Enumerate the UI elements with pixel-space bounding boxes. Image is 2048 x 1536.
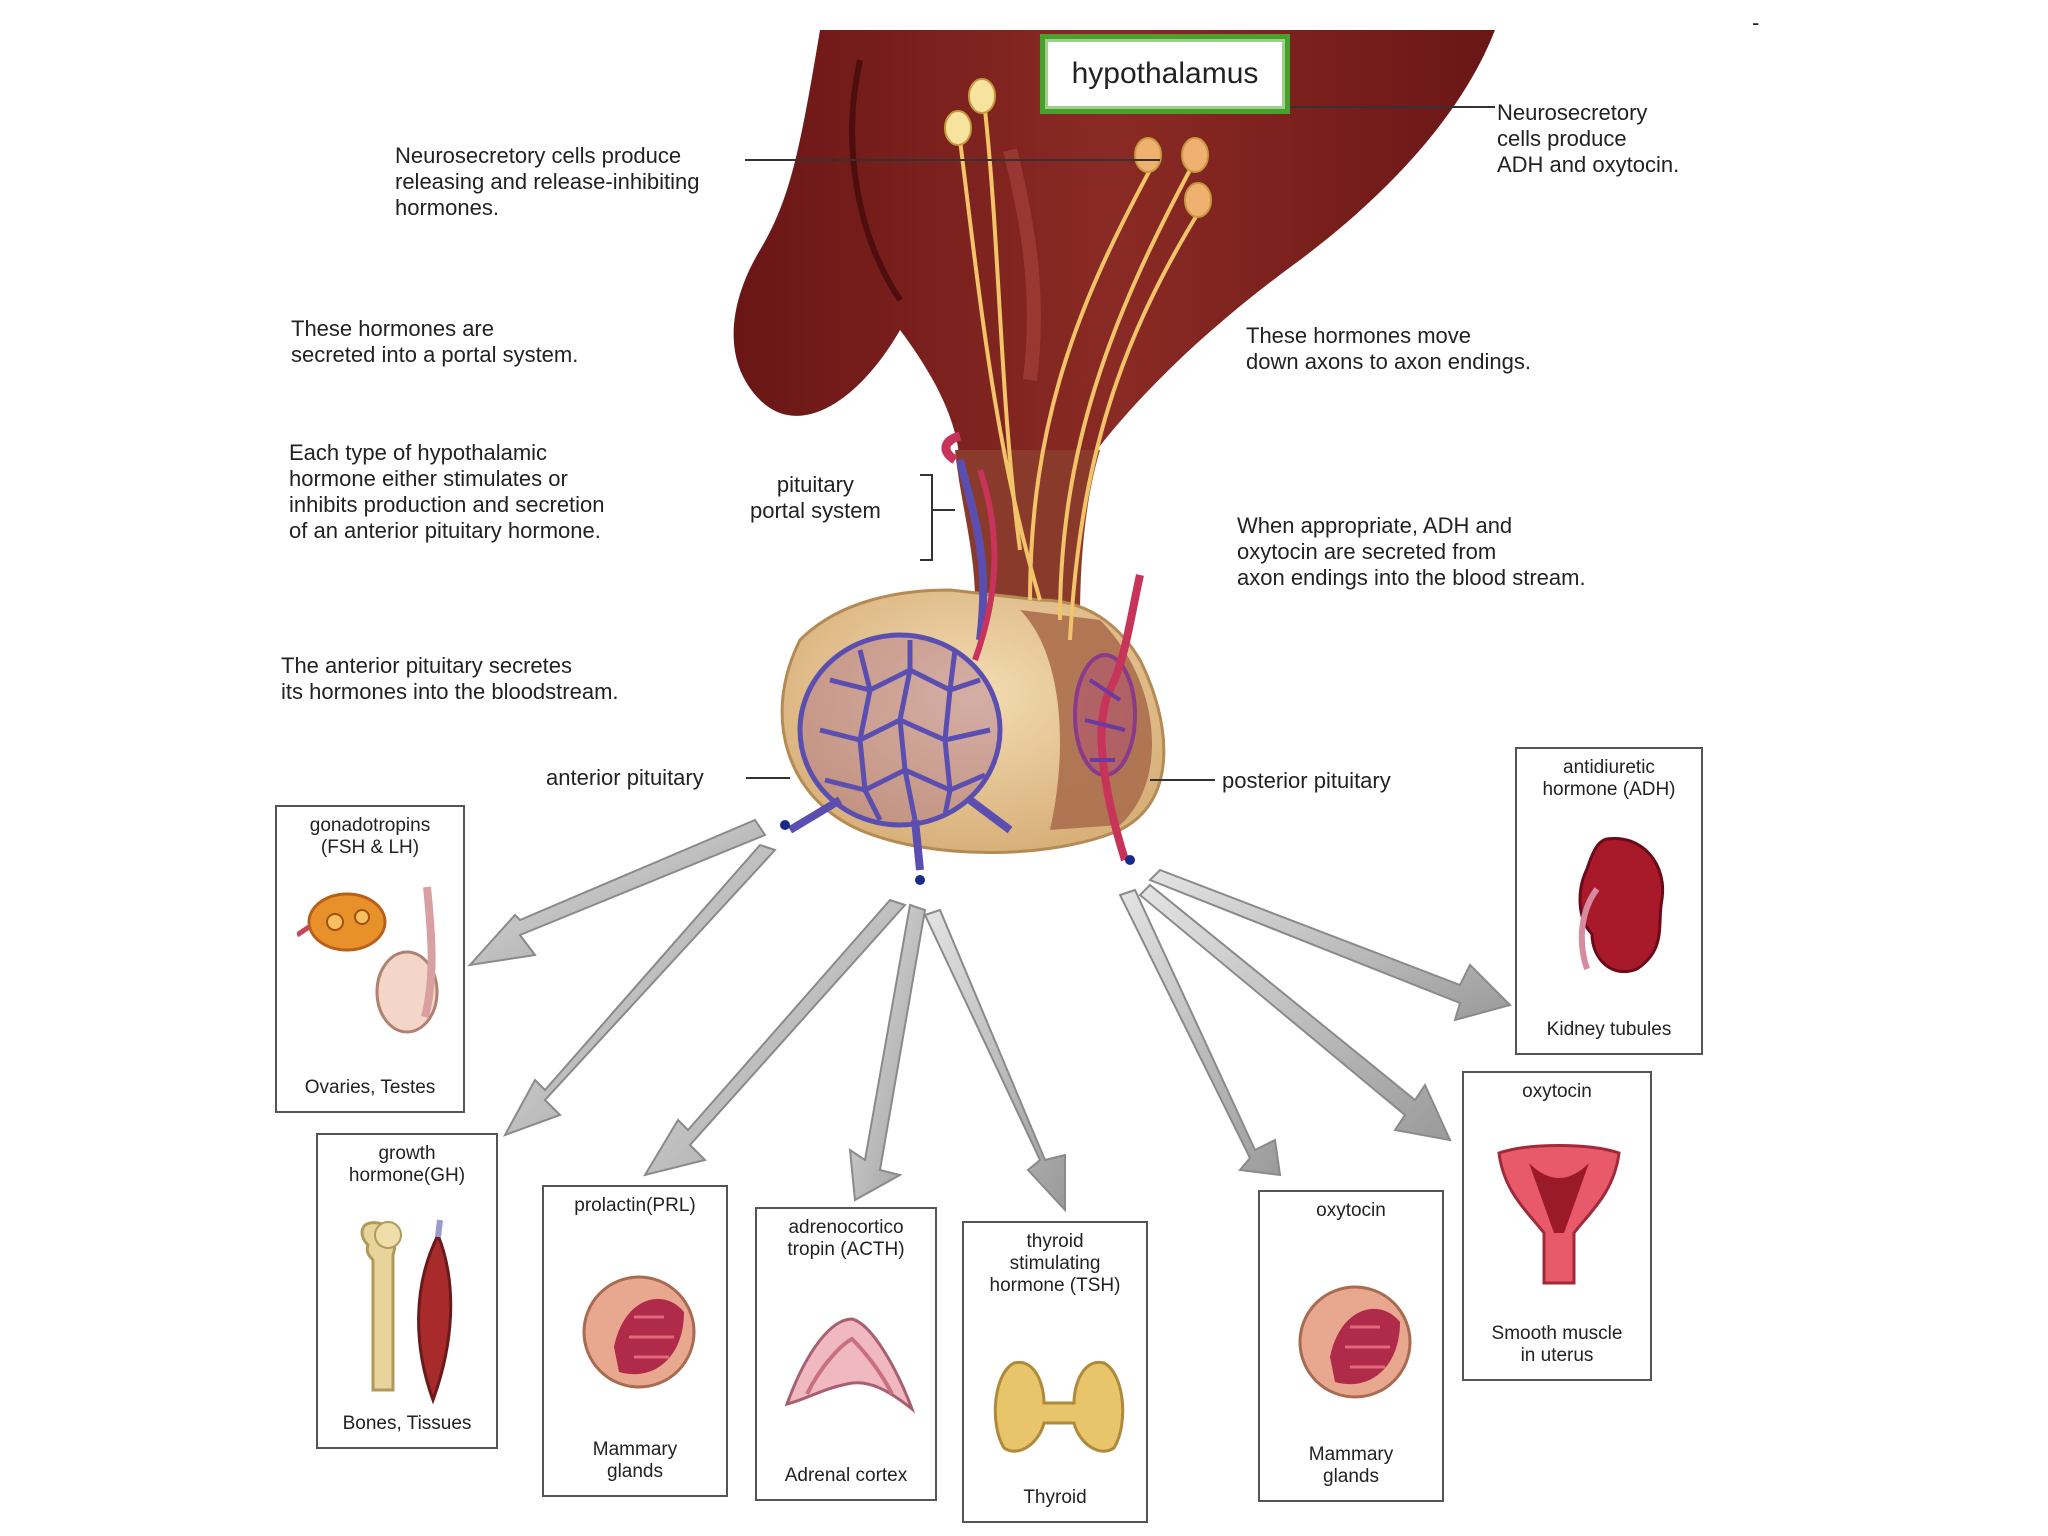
- box-acth: adrenocortico tropin (ACTH) Adrenal cort…: [755, 1207, 937, 1501]
- box-prolactin: prolactin(PRL) Mammary glands: [542, 1185, 728, 1497]
- target-name: Mammary glands: [592, 1439, 678, 1482]
- kidney-icon: [1578, 836, 1665, 973]
- hormone-name: growth hormone(GH): [348, 1143, 466, 1186]
- mammary-gland-icon: [582, 1275, 696, 1389]
- hormone-name: gonadotropins (FSH & LH): [309, 815, 431, 858]
- box-adh: antidiuretic hormone (ADH) Kidney tubule…: [1515, 747, 1703, 1055]
- hormone-name: adrenocortico tropin (ACTH): [787, 1217, 905, 1260]
- box-tsh: thyroid stimulating hormone (TSH) Thyroi…: [962, 1221, 1148, 1523]
- label-neurosecretory-left: Neurosecretory cells produce releasing a…: [395, 143, 700, 220]
- hormone-name: oxytocin: [1316, 1200, 1386, 1221]
- box-gonadotropins: gonadotropins (FSH & LH) Ovaries, Testes: [275, 805, 465, 1113]
- target-name: Mammary glands: [1308, 1444, 1394, 1487]
- label-move-down: These hormones move down axons to axon e…: [1246, 323, 1531, 374]
- arrow-to-acth: [848, 903, 927, 1202]
- label-each-type: Each type of hypothalamic hormone either…: [289, 440, 605, 543]
- target-name: Smooth muscle in uterus: [1491, 1323, 1623, 1366]
- mammary-gland-icon: [1298, 1285, 1412, 1399]
- hormone-name: oxytocin: [1522, 1081, 1592, 1102]
- label-adh-oxytocin: When appropriate, ADH and oxytocin are s…: [1237, 513, 1586, 590]
- hormone-name: prolactin(PRL): [574, 1195, 696, 1216]
- hormone-arrows: [467, 818, 1512, 1213]
- arrow-to-mammary-oxytocin: [1118, 888, 1282, 1177]
- label-portal-system: pituitary portal system: [750, 472, 881, 523]
- portal-vessel-network: [787, 459, 1013, 871]
- neuron-cell-bodies: [944, 78, 1212, 218]
- uterus-icon: [1497, 1144, 1621, 1285]
- arrow-to-growth: [502, 843, 777, 1137]
- corner-mark: -: [1752, 10, 1760, 35]
- posterior-vessel: [1073, 574, 1144, 862]
- target-name: Thyroid: [1023, 1487, 1087, 1508]
- adrenal-icon: [784, 1317, 916, 1414]
- arrow-to-kidney: [1148, 868, 1512, 1022]
- box-oxytocin-mammary: oxytocin Mammary glands: [1258, 1190, 1444, 1502]
- arrow-to-uterus: [1138, 883, 1452, 1142]
- bone-muscle-icon: [360, 1219, 453, 1405]
- target-name: Kidney tubules: [1546, 1019, 1672, 1040]
- label-neurosecretory-right: Neurosecretory cells produce ADH and oxy…: [1497, 100, 1680, 177]
- label-portal-secreted: These hormones are secreted into a porta…: [291, 316, 579, 367]
- label-posterior-pituitary: posterior pituitary: [1222, 768, 1391, 793]
- hormone-name: antidiuretic hormone (ADH): [1542, 757, 1676, 800]
- arrow-to-prolactin: [642, 898, 907, 1177]
- leader-lines: [745, 106, 1495, 781]
- box-oxytocin-uterus: oxytocin Smooth muscle in uterus: [1462, 1071, 1652, 1381]
- target-name: Adrenal cortex: [784, 1465, 908, 1486]
- box-growth-hormone: growth hormone(GH) Bones, Tissues: [316, 1133, 498, 1449]
- arrow-to-gonads: [467, 818, 767, 967]
- thyroid-icon: [993, 1360, 1125, 1453]
- hormone-name: thyroid stimulating hormone (TSH): [989, 1231, 1121, 1296]
- label-anterior-secretes: The anterior pituitary secretes its horm…: [281, 653, 619, 704]
- hypothalamus-title: hypothalamus: [1040, 34, 1290, 114]
- target-name: Ovaries, Testes: [304, 1077, 436, 1098]
- label-anterior-pituitary: anterior pituitary: [546, 765, 704, 790]
- ovary-testis-icon: [297, 886, 439, 1034]
- axons: [958, 109, 1202, 641]
- arrow-to-tsh: [923, 908, 1066, 1213]
- hypothalamus-tissue: [733, 30, 1495, 560]
- target-name: Bones, Tissues: [342, 1413, 472, 1434]
